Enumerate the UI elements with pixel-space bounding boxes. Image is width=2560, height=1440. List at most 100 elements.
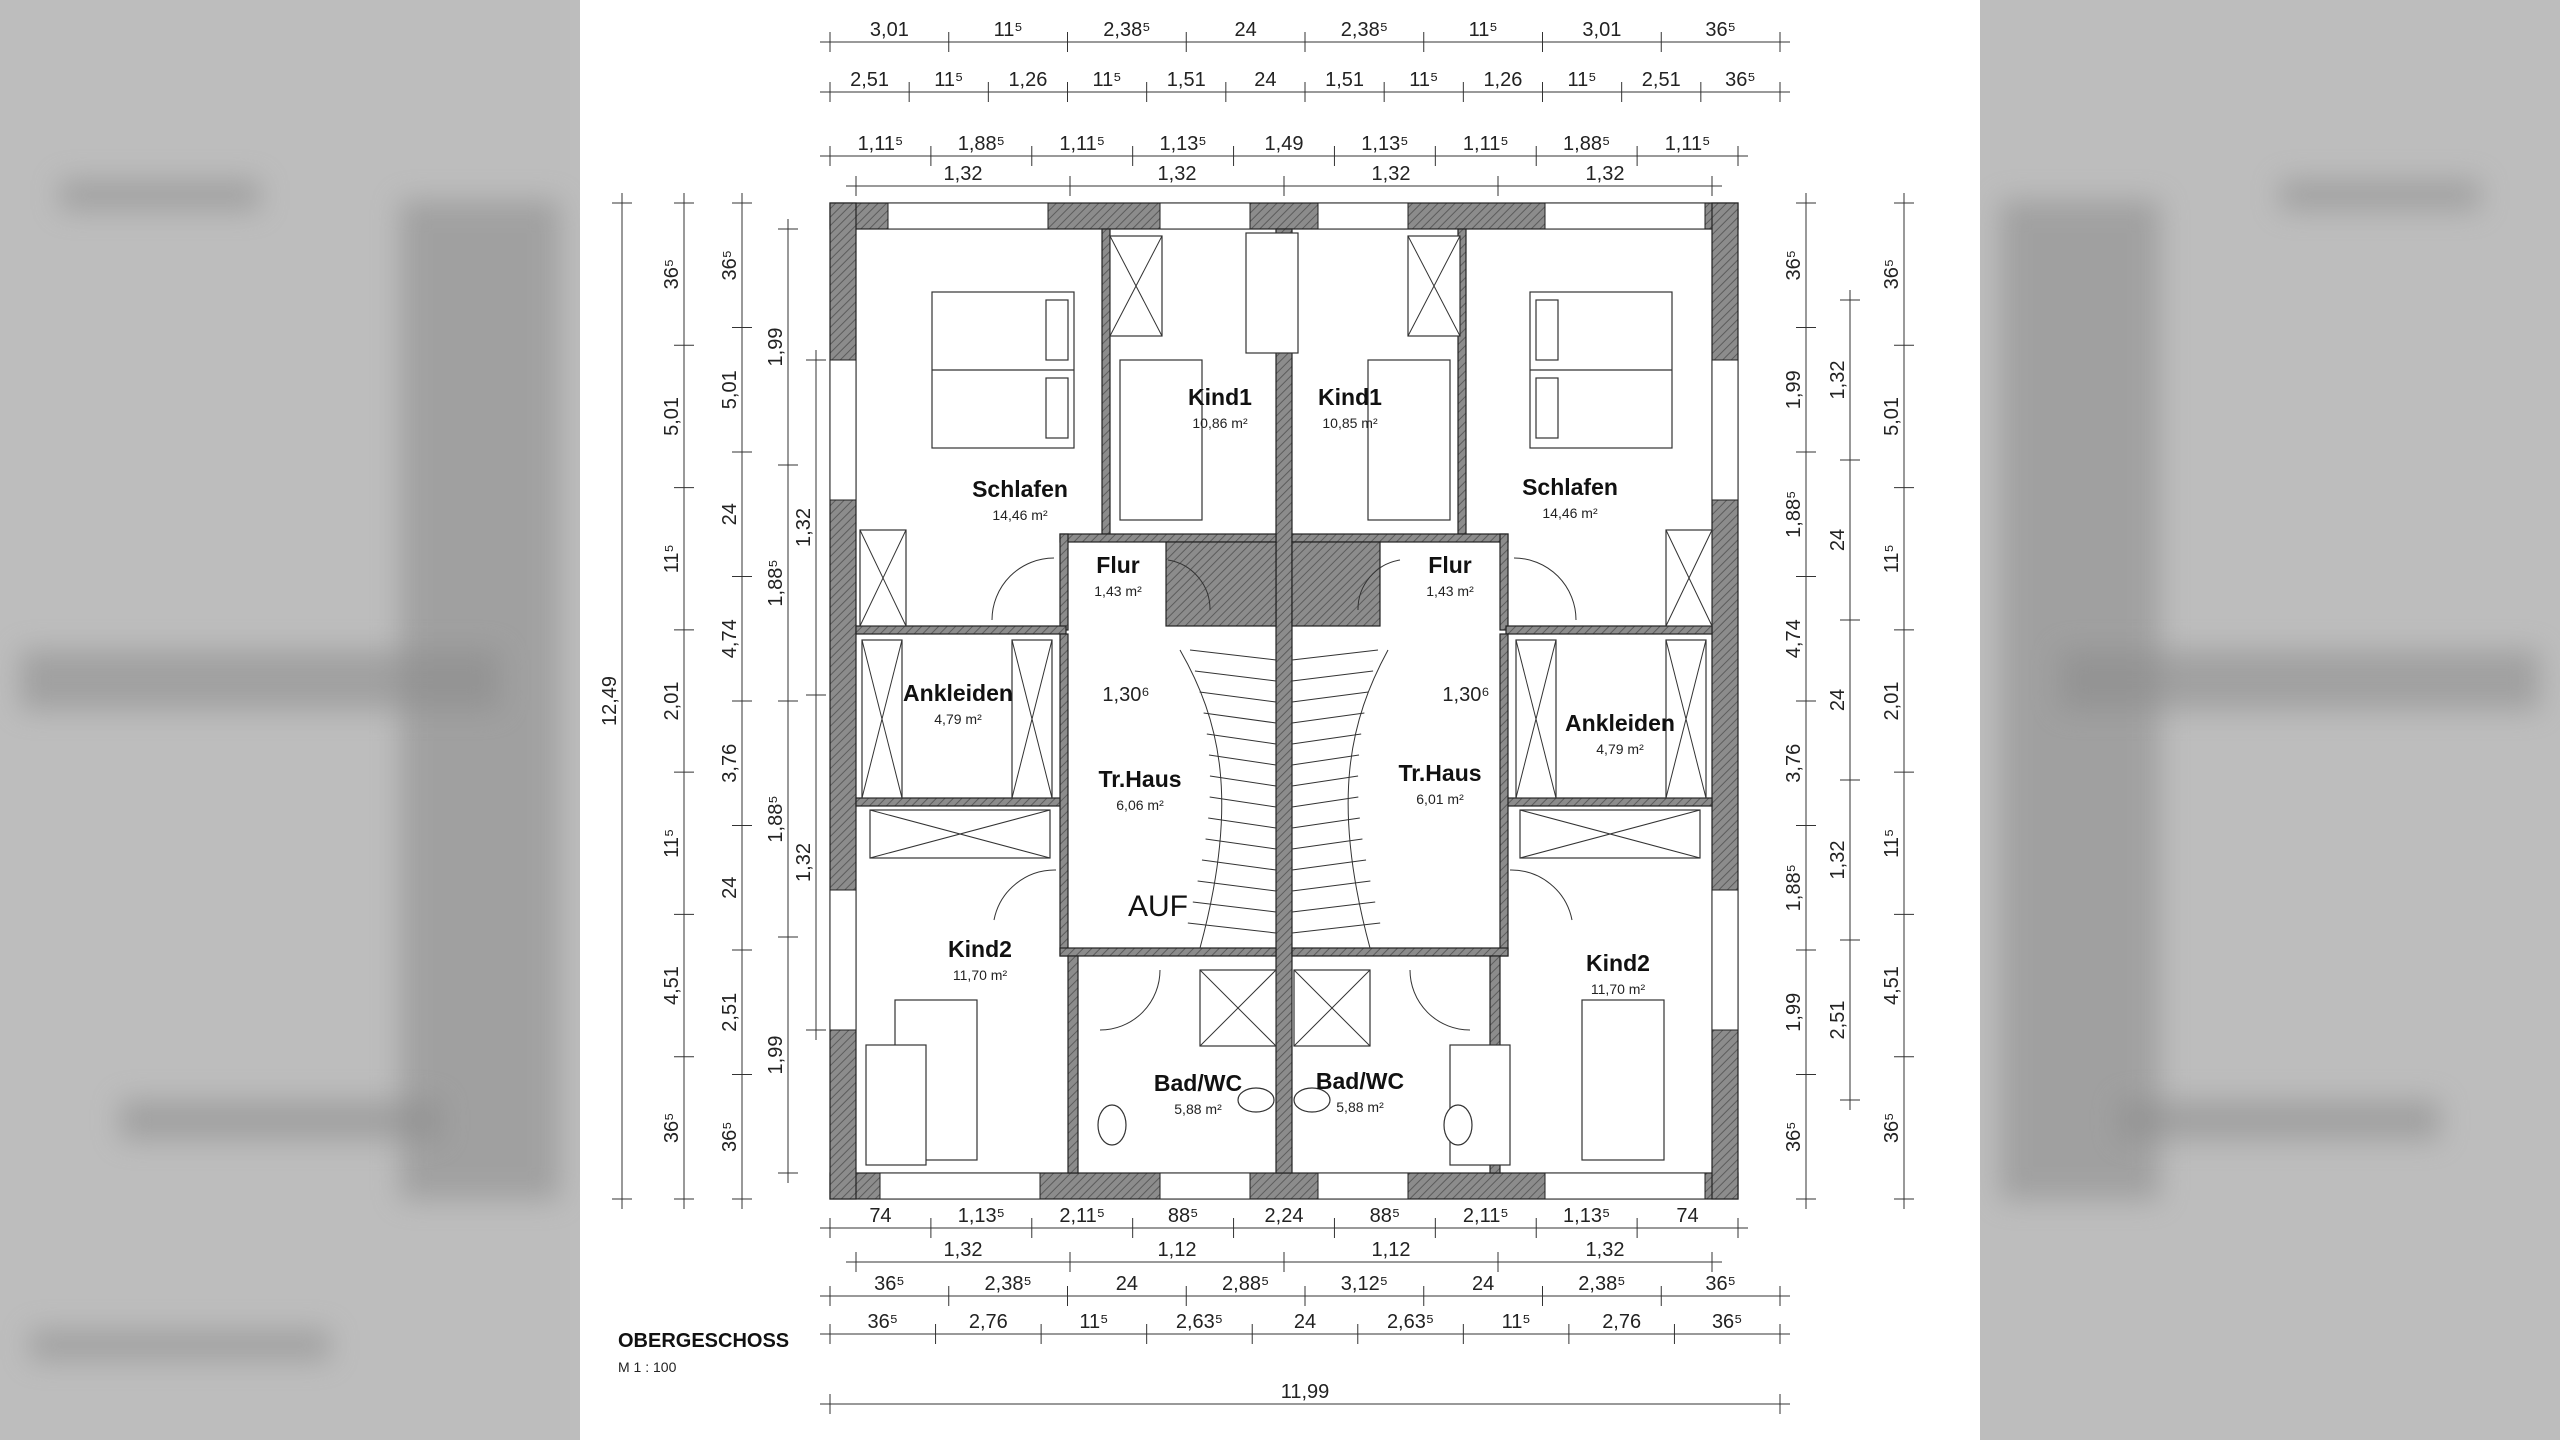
dimension-label: 11⁵ (1881, 544, 1903, 573)
dimension-label: 36⁵ (719, 250, 741, 281)
stair-tread (1209, 796, 1277, 808)
dimension-label: 24 (719, 503, 741, 525)
dimension-label: 1,88⁵ (1783, 491, 1805, 538)
dimension-label: 3,76 (1783, 744, 1805, 783)
dimension-label: 5,01 (719, 370, 741, 409)
doors (991, 557, 1577, 1031)
blurred-background-right (1980, 0, 2560, 1440)
dimension-label: 24 (1254, 69, 1276, 91)
dimension-label: 11⁵ (1093, 69, 1122, 91)
dimension-label: 11⁵ (661, 829, 683, 858)
dimension-label: 1,13⁵ (1361, 133, 1408, 155)
title-block: OBERGESCHOSS M 1 : 100 (618, 1330, 789, 1375)
dimension-label: 2,24 (1265, 1205, 1304, 1227)
dimension-label: 1,32 (1586, 1239, 1625, 1261)
dimension-label: 2,76 (969, 1311, 1008, 1333)
stair-tread (1201, 859, 1277, 871)
dimension-label: 1,32 (793, 508, 815, 547)
dimension-label: 1,88⁵ (1783, 864, 1805, 911)
dimension-label: 11⁵ (661, 544, 683, 573)
dimension-label: 2,38⁵ (1341, 19, 1388, 41)
dimension-label: 1,13⁵ (1160, 133, 1207, 155)
dimension-label: 1,32 (944, 163, 983, 185)
stair-tread (1208, 817, 1277, 829)
dimension-label: 2,76 (1602, 1311, 1641, 1333)
dimension-label: 1,12 (1158, 1239, 1197, 1261)
dimension-label: 2,01 (1881, 682, 1903, 721)
windows (829, 202, 1739, 1200)
dimension-label: 2,51 (850, 69, 889, 91)
dimension-label: 1,11⁵ (1059, 133, 1105, 155)
dimension-label: 3,01 (870, 19, 909, 41)
dimension-label: 11⁵ (1079, 1311, 1108, 1333)
stair-tread (1291, 691, 1369, 703)
dimension-label: 2,63⁵ (1387, 1311, 1434, 1333)
stair-tread (1189, 649, 1277, 661)
dimension-label: 3,01 (1582, 19, 1621, 41)
stair-tread (1187, 922, 1277, 934)
dimension-label: 4,74 (719, 619, 741, 658)
dimension-label: 1,99 (765, 1036, 787, 1075)
dimension-label: 4,51 (1881, 966, 1903, 1005)
dimension-label: 74 (869, 1205, 891, 1227)
stair-tread (1206, 733, 1277, 745)
stair-tread (1291, 754, 1360, 766)
dimension-label: 1,11⁵ (1665, 133, 1711, 155)
dimension-label: 24 (1827, 689, 1849, 711)
stair-tread (1291, 922, 1381, 934)
dimension-label: 1,13⁵ (1563, 1205, 1610, 1227)
dimension-label: 2,11⁵ (1463, 1205, 1509, 1227)
dimension-label: 3,76 (719, 744, 741, 783)
dimension-label: 74 (1676, 1205, 1698, 1227)
dimension-label: 36⁵ (1705, 1273, 1736, 1295)
dimension-label: 1,32 (944, 1239, 983, 1261)
stair-tread (1291, 775, 1359, 787)
stair-tread (1208, 754, 1277, 766)
dimension-label: 36⁵ (1783, 1121, 1805, 1152)
dimension-label: 36⁵ (1881, 1113, 1903, 1144)
dimension-label: 1,32 (1586, 163, 1625, 185)
dimension-label: 1,32 (1372, 163, 1411, 185)
dimension-label: 11⁵ (994, 19, 1023, 41)
dimension-label: 11⁵ (934, 69, 963, 91)
dimension-label: 5,01 (661, 397, 683, 436)
stair-tread (1291, 817, 1360, 829)
dimension-label: 2,51 (719, 993, 741, 1032)
dimension-label: 4,74 (1783, 619, 1805, 658)
stair-width-right: 1,30⁶ (1442, 684, 1490, 706)
dimension-label: 2,11⁵ (1059, 1205, 1105, 1227)
dimension-label: 11,99 (1281, 1381, 1330, 1403)
dimension-label: 2,51 (1827, 1001, 1849, 1040)
dimension-label: 1,32 (1158, 163, 1197, 185)
dimension-label: 1,26 (1483, 69, 1522, 91)
stair-tread (1291, 859, 1367, 871)
dimension-label: 36⁵ (719, 1121, 741, 1152)
dimension-label: 24 (1235, 19, 1257, 41)
wardrobe-crosses (859, 235, 1713, 1047)
dimension-label: 2,88⁵ (1222, 1273, 1269, 1295)
stair-tread (1199, 691, 1277, 703)
outer-wall-right (1711, 202, 1739, 1200)
dimension-label: 2,01 (661, 682, 683, 721)
dimension-label: 36⁵ (1705, 19, 1736, 41)
dimension-label: 36⁵ (1712, 1311, 1743, 1333)
dimension-label: 3,12⁵ (1341, 1273, 1388, 1295)
dimension-label: 36⁵ (868, 1311, 899, 1333)
dimension-label: 24 (1472, 1273, 1494, 1295)
dimension-label: 11⁵ (1881, 829, 1903, 858)
dimension-label: 1,88⁵ (1563, 133, 1610, 155)
dimension-label: 1,51 (1325, 69, 1364, 91)
dimension-label: 36⁵ (1725, 69, 1756, 91)
outer-wall-left (829, 202, 857, 1200)
